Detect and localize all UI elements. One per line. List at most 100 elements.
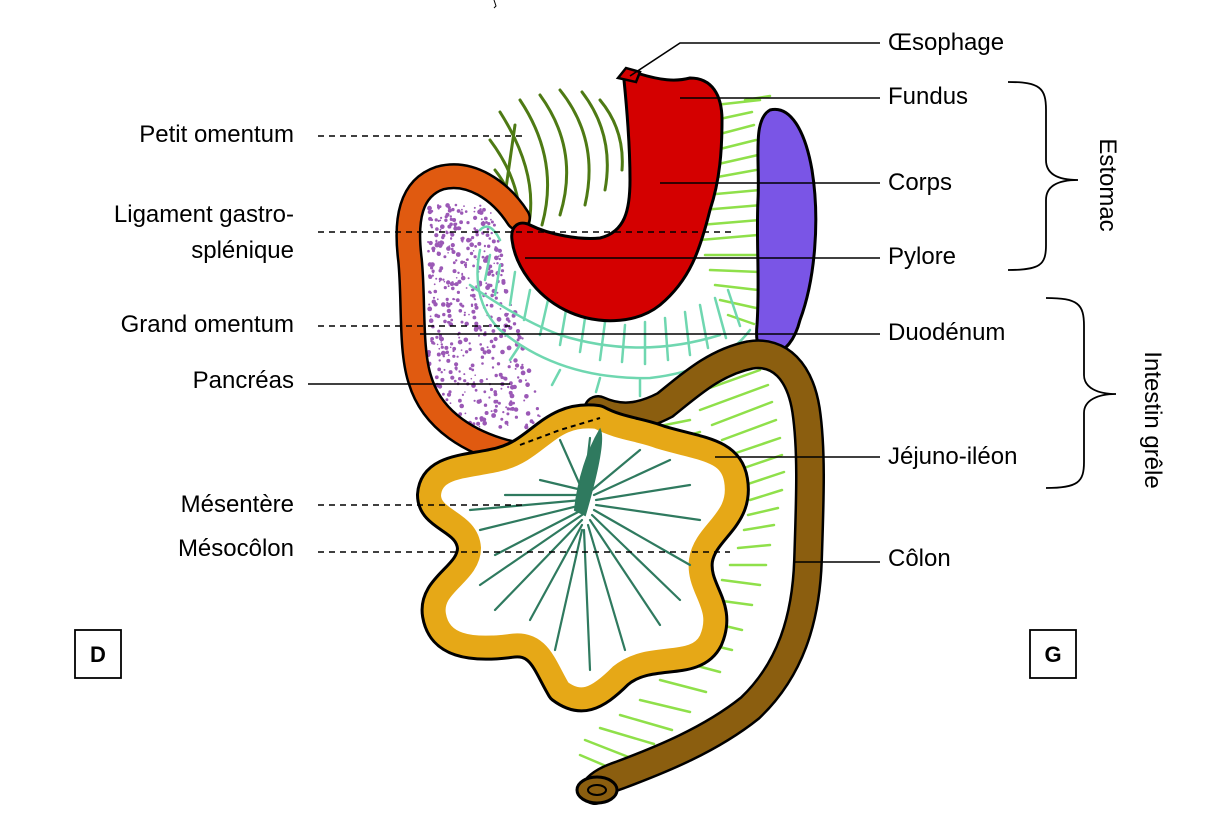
pancreas-dot: [517, 376, 520, 379]
pancreas-dot: [427, 306, 433, 312]
pancreas-dot: [450, 243, 455, 248]
pancreas-dot: [451, 250, 456, 254]
pancreas-dot: [440, 343, 443, 346]
pancreas-dot: [535, 407, 540, 411]
pancreas-dot: [463, 337, 469, 343]
pancreas-dot: [493, 262, 496, 265]
pancreas-dot: [450, 232, 455, 237]
pancreas-dot: [447, 309, 450, 313]
pancreas-dot: [436, 343, 439, 346]
pancreas-dot: [468, 347, 472, 352]
pancreas-dot: [537, 414, 540, 417]
pancreas-dot: [504, 312, 509, 317]
colon: [582, 341, 823, 803]
pancreas-dot: [493, 336, 498, 342]
pancreas-dot: [462, 354, 465, 357]
pancreas-dot: [474, 374, 477, 377]
pancreas-dot: [464, 210, 468, 213]
spleen: [755, 107, 818, 357]
pancreas-dot: [473, 206, 476, 209]
pancreas-dot: [500, 349, 505, 355]
pancreas-dot: [445, 297, 449, 301]
label-colon: Côlon: [888, 545, 951, 572]
pancreas-dot: [450, 375, 455, 380]
pancreas-dot: [450, 318, 454, 322]
pancreas-dot: [469, 242, 475, 247]
pancreas-dot: [442, 355, 445, 358]
lesser-omentum-lines: [488, 88, 624, 230]
pancreas-dot: [472, 264, 475, 268]
pancreas-dot: [444, 218, 448, 222]
pancreas-dot: [460, 211, 464, 215]
pancreas-dot: [491, 344, 496, 349]
pancreas-dot: [489, 387, 494, 392]
pancreas-dot: [482, 421, 488, 426]
pancreas-dot: [496, 316, 502, 322]
pancreas-dot: [451, 207, 455, 212]
pancreas-dot: [445, 398, 449, 402]
pancreas-dot: [494, 404, 498, 408]
orientation-box-g: [1029, 629, 1077, 679]
pancreas-dot: [483, 390, 487, 394]
pancreas-dot: [481, 362, 484, 365]
pancreas-dot: [515, 363, 520, 368]
pancreas-dot: [440, 345, 444, 349]
pancreas-dot: [466, 237, 471, 243]
leader-lines: [308, 42, 880, 563]
pancreas-dot: [449, 402, 452, 405]
pancreas-dot: [439, 228, 442, 231]
pancreas-dot: [487, 222, 491, 226]
label-mesocolon: Mésocôlon: [178, 535, 294, 562]
pancreas-dot: [447, 354, 450, 357]
orientation-g: G: [1044, 642, 1061, 667]
label-duodenum: Duodénum: [888, 319, 1005, 346]
pancreas-dot: [440, 350, 446, 356]
pancreas-dot: [490, 269, 494, 274]
pancreas-dot: [518, 379, 523, 383]
pancreas-dot: [455, 298, 460, 303]
pancreas-dot: [438, 269, 442, 273]
pancreas-dot: [456, 209, 461, 213]
pancreas-dot: [452, 261, 456, 265]
group-estomac: Estomac: [1094, 138, 1121, 231]
pancreas-dot: [480, 347, 485, 352]
pancreas-dot: [448, 390, 452, 394]
pancreas-dot: [521, 337, 524, 340]
pancreas-dot: [443, 286, 447, 290]
pancreas-dot: [438, 280, 441, 283]
pancreas-dot: [446, 280, 451, 285]
pancreas-dot: [465, 258, 468, 261]
pancreas-dot: [445, 231, 449, 235]
pancreas-dot: [486, 227, 490, 231]
orientation-box-d: [74, 629, 122, 679]
pancreas-dot: [490, 231, 493, 235]
pancreas-dot: [454, 362, 459, 367]
pancreas-dot: [437, 384, 443, 389]
pancreas-dot: [513, 407, 519, 412]
pancreas-dot: [470, 288, 474, 292]
pancreas-dot: [432, 296, 436, 299]
pancreas-dot: [452, 349, 455, 353]
pancreas-dot: [445, 212, 450, 217]
pancreas-dot: [440, 377, 445, 382]
pancreas-dot: [494, 296, 498, 300]
pancreas-dot: [491, 239, 496, 244]
pancreas-dot: [453, 298, 456, 301]
pancreas-dot: [449, 215, 452, 218]
colon-end: [575, 775, 619, 805]
pancreas-dot: [443, 280, 446, 283]
pancreas-dot: [515, 329, 521, 334]
pancreas-dot: [468, 313, 470, 316]
pancreas-dot: [431, 299, 436, 304]
orientation-d: D: [90, 642, 106, 667]
pancreas-dot: [507, 365, 511, 369]
pancreas-dot: [476, 421, 481, 426]
pancreas-dot: [497, 248, 502, 253]
pancreas-dot: [446, 358, 451, 363]
pancreas-dot: [524, 394, 529, 399]
pancreas-dot: [436, 314, 441, 319]
pancreas-dot: [480, 218, 483, 221]
pancreas-dot: [476, 399, 481, 404]
pancreas-dot: [466, 246, 470, 251]
pancreas-dot: [437, 329, 441, 333]
